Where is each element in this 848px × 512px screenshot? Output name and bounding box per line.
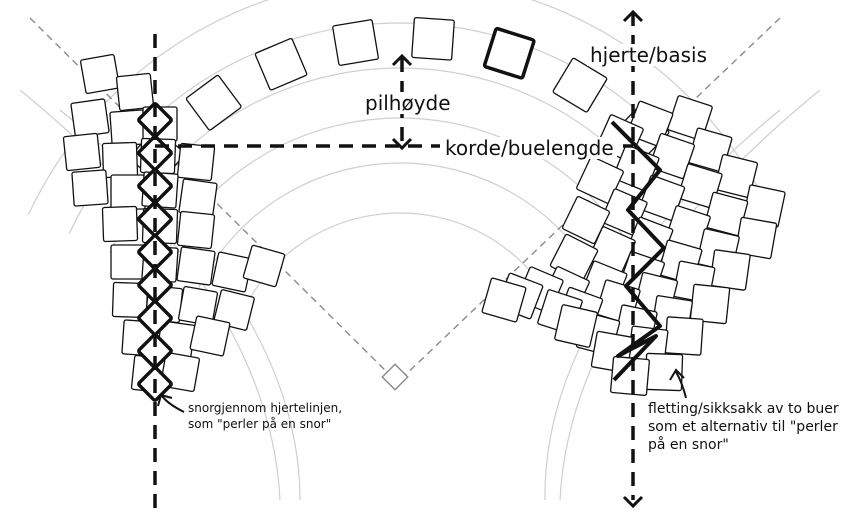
note-zigzag-weave: fletting/sikksakk av to buer som et alte… bbox=[648, 400, 839, 455]
key-stone bbox=[137, 102, 173, 138]
note-zigzag-line-1: fletting/sikksakk av to buer bbox=[648, 401, 839, 417]
label-heart-base: hjerte/basis bbox=[587, 44, 710, 66]
note-zigzag-line-2: som et alternativ til "perler bbox=[648, 419, 838, 436]
paving-stone bbox=[332, 19, 379, 66]
paving-stone bbox=[554, 304, 598, 348]
paving-stone bbox=[689, 283, 731, 325]
paving-stone bbox=[242, 244, 286, 288]
label-chord-arc-length: korde/buelengde bbox=[442, 137, 617, 159]
note-string-through-heartline: snorgjennom hjertelinjen, som "perler på… bbox=[188, 402, 342, 430]
arc-guide-line bbox=[195, 162, 605, 294]
paving-stone bbox=[71, 169, 109, 207]
paving-stones bbox=[62, 16, 786, 402]
paving-stone bbox=[576, 156, 624, 204]
paving-stone bbox=[677, 163, 723, 209]
paving-stone bbox=[254, 37, 308, 91]
paving-stone bbox=[176, 142, 216, 182]
paving-stone bbox=[62, 132, 102, 172]
note-leader-right bbox=[675, 371, 687, 399]
paving-stone bbox=[189, 315, 231, 357]
paving-stone bbox=[176, 210, 216, 250]
note-zigzag-line-3: på en snor" bbox=[648, 437, 729, 454]
note-string-line-1: snorgjennom hjertelinjen, bbox=[188, 401, 343, 415]
arrow-height-top bbox=[391, 53, 413, 67]
paving-stone bbox=[115, 72, 155, 112]
note-leader-left bbox=[161, 395, 185, 413]
heartline-right-top-arrow bbox=[622, 9, 644, 23]
note-leader-right-head bbox=[669, 368, 685, 381]
paving-stone bbox=[734, 216, 778, 260]
paving-stone bbox=[70, 98, 110, 138]
zigzag-weave-line bbox=[610, 120, 666, 382]
paving-stone bbox=[79, 53, 121, 95]
paving-stone bbox=[110, 174, 146, 210]
key-stone bbox=[137, 333, 173, 369]
paving-stone bbox=[664, 316, 704, 356]
note-leader-left-head bbox=[157, 393, 173, 407]
paving-stone bbox=[481, 277, 527, 323]
key-stone bbox=[137, 267, 173, 303]
key-stone bbox=[482, 26, 536, 80]
apex-marker bbox=[381, 363, 409, 391]
paving-stone bbox=[185, 74, 242, 131]
heartline-right-bottom-arrow bbox=[622, 495, 644, 509]
note-string-line-2: som "perler på en snor" bbox=[188, 417, 332, 431]
paving-stone bbox=[411, 16, 455, 61]
radial-guide-right bbox=[399, 17, 781, 381]
paving-stone bbox=[713, 153, 759, 199]
paving-stone bbox=[176, 246, 216, 286]
paving-stone bbox=[709, 249, 751, 291]
paving-stone bbox=[101, 141, 139, 179]
paving-stone bbox=[101, 205, 139, 243]
label-arrow-height: pilhøyde bbox=[362, 92, 454, 114]
paving-stone bbox=[649, 133, 695, 179]
arrow-height-bottom bbox=[391, 137, 413, 151]
paving-stone bbox=[552, 57, 608, 113]
